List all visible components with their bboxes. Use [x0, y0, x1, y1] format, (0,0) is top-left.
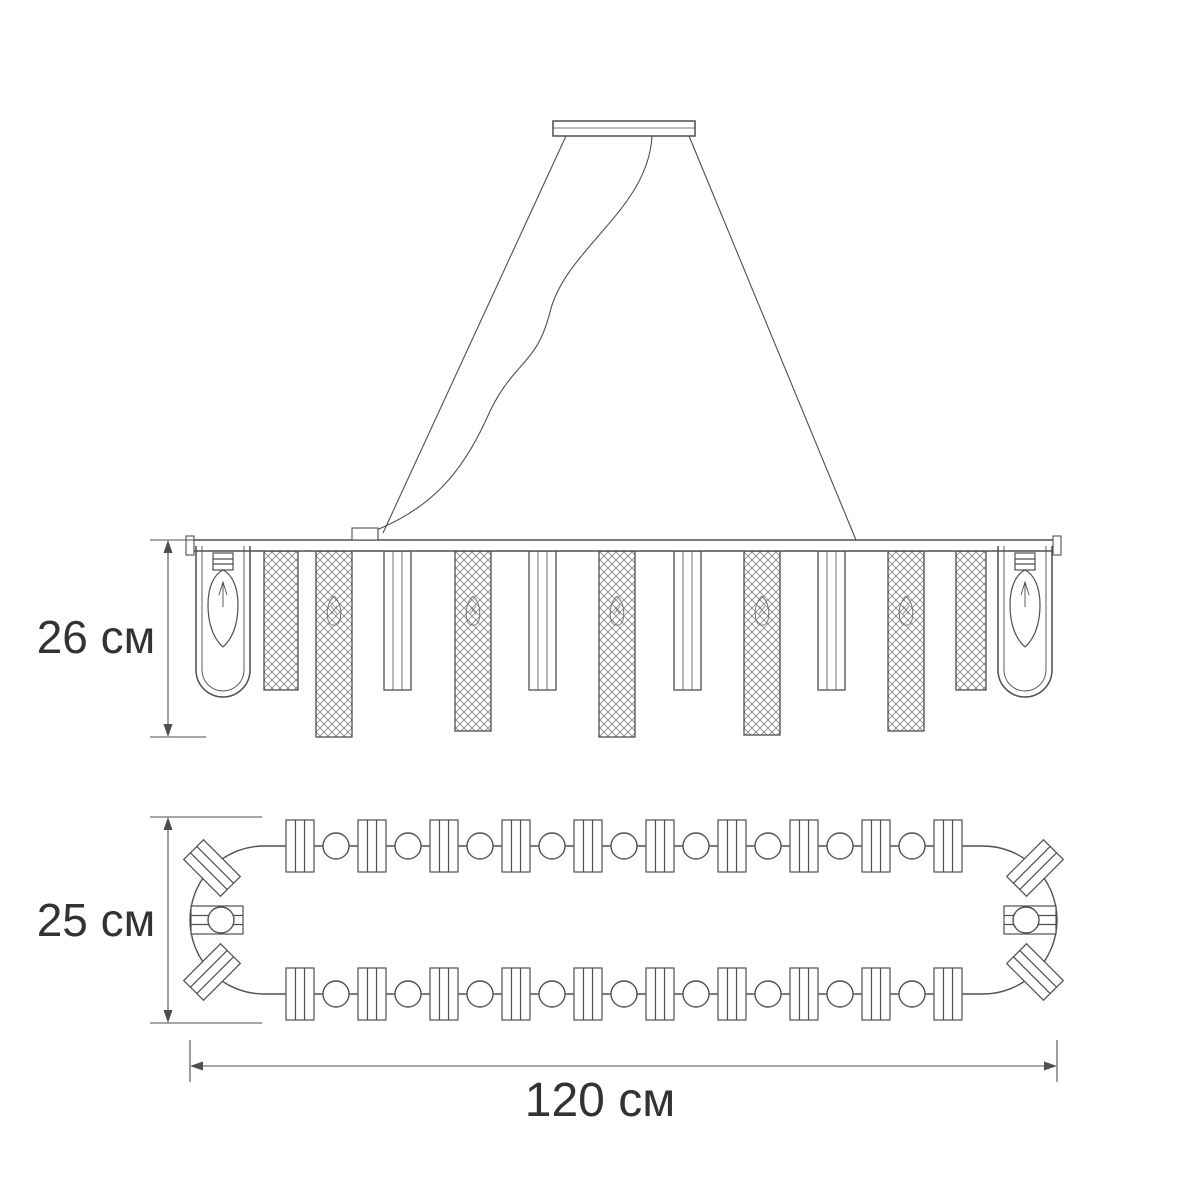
socket-circle — [1012, 906, 1040, 934]
arrowhead-left-icon — [190, 1061, 203, 1071]
crystal-panel-mesh — [315, 550, 353, 738]
suspension-cable-left — [382, 135, 567, 534]
end-tube-right — [997, 546, 1053, 698]
crystal-element — [933, 967, 963, 1021]
frame-ring — [189, 845, 1058, 995]
crystal-element — [285, 819, 315, 873]
candle-bulb-icon — [1009, 552, 1041, 648]
socket-circle — [610, 980, 638, 1008]
dimension-25cm: 25 см — [37, 816, 262, 1024]
dimension-label-120: 120 см — [525, 1074, 675, 1127]
crystal-panel-mesh — [743, 550, 781, 736]
crystal-panel-mesh — [263, 550, 299, 691]
socket-circle — [322, 832, 350, 860]
dimension-label-25: 25 см — [37, 894, 156, 946]
dimension-26cm: 26 см — [37, 539, 206, 738]
crystal-element — [789, 819, 819, 873]
crystal-element — [501, 967, 531, 1021]
ceiling-canopy — [552, 120, 696, 137]
end-tube-left — [195, 546, 251, 698]
fixture-bar — [185, 527, 1062, 556]
crystal-element — [501, 819, 531, 873]
cord-connector — [351, 527, 379, 541]
crystal-element — [717, 819, 747, 873]
socket-circle — [466, 832, 494, 860]
socket-circle — [754, 980, 782, 1008]
crystal-element — [645, 819, 675, 873]
suspension-cable-right — [688, 135, 857, 541]
crystal-element — [573, 819, 603, 873]
socket-circle — [538, 832, 566, 860]
socket-circle — [322, 980, 350, 1008]
crystal-element — [357, 819, 387, 873]
candle-bulb-icon — [207, 552, 239, 648]
bottom-rail-elements — [285, 967, 963, 1021]
crystal-panel-plain — [528, 550, 557, 691]
socket-circle — [207, 906, 235, 934]
arrowhead-down-icon — [163, 724, 173, 737]
socket-circle — [826, 832, 854, 860]
crystal-panel-mesh — [454, 550, 492, 732]
arrowhead-down-icon — [163, 1010, 173, 1023]
corner-crystals — [183, 839, 1064, 1001]
socket-circle — [538, 980, 566, 1008]
socket-circle — [826, 980, 854, 1008]
arrowhead-up-icon — [163, 540, 173, 553]
suspension-cables — [373, 135, 857, 541]
crystal-panel-mesh — [598, 550, 636, 738]
crystal-element — [717, 967, 747, 1021]
crystal-element — [573, 967, 603, 1021]
crystal-element — [1006, 943, 1064, 1001]
arrowhead-up-icon — [163, 817, 173, 830]
socket-circle — [682, 980, 710, 1008]
crystal-element — [933, 819, 963, 873]
crystal-element — [183, 839, 241, 897]
crystal-element — [861, 819, 891, 873]
socket-circle — [394, 980, 422, 1008]
crystal-element — [645, 967, 675, 1021]
plan-view — [183, 819, 1064, 1021]
crystal-element — [357, 967, 387, 1021]
crystal-panel-plain — [817, 550, 846, 691]
socket-circle — [754, 832, 782, 860]
crystal-panel-mesh — [955, 550, 987, 691]
top-rail-elements — [285, 819, 963, 873]
crystal-element — [429, 967, 459, 1021]
crystal-panel-plain — [673, 550, 702, 691]
dimension-label-26: 26 см — [37, 611, 156, 663]
end-crystal-right — [1003, 905, 1057, 935]
crystal-element — [183, 943, 241, 1001]
arrowhead-right-icon — [1044, 1061, 1057, 1071]
crystal-element — [789, 967, 819, 1021]
socket-circle — [898, 980, 926, 1008]
crystal-element — [429, 819, 459, 873]
end-crystal-left — [190, 905, 244, 935]
crystal-panel-plain — [383, 550, 412, 691]
socket-circle — [610, 832, 638, 860]
crystal-element — [285, 967, 315, 1021]
dimension-120cm: 120 см — [189, 1040, 1058, 1127]
crystal-panels — [263, 550, 987, 738]
crystal-element — [861, 967, 891, 1021]
power-cord — [373, 135, 653, 532]
socket-circle — [394, 832, 422, 860]
crystal-element — [1006, 839, 1064, 897]
crystal-panel-mesh — [887, 550, 925, 732]
socket-circle — [682, 832, 710, 860]
socket-circle — [898, 832, 926, 860]
side-view — [185, 120, 1062, 738]
socket-circle — [466, 980, 494, 1008]
